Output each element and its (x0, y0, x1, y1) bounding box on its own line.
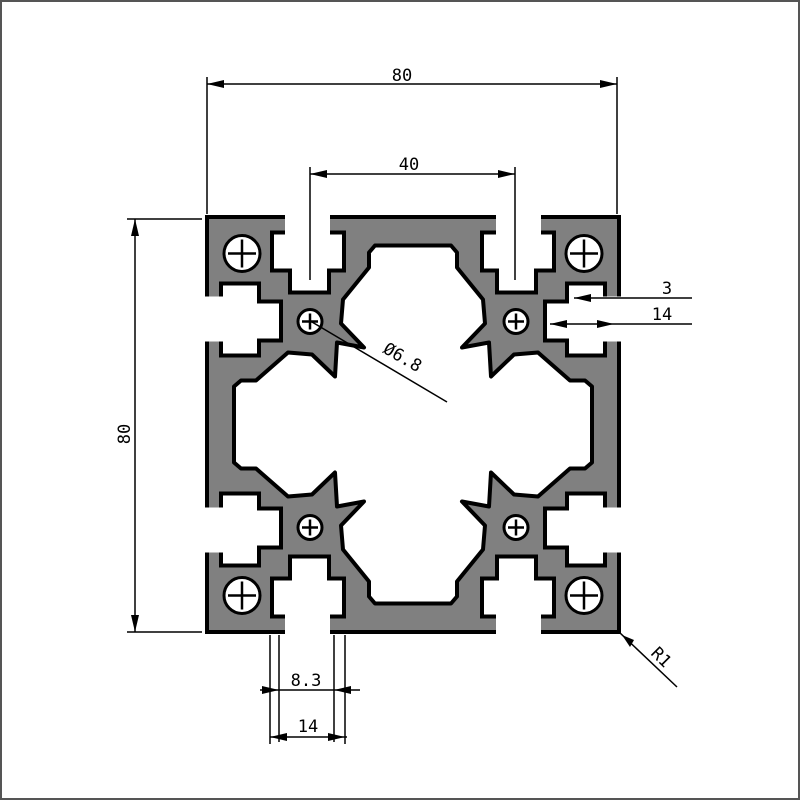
dim-slot-lip: 3 (662, 279, 672, 299)
arrowheads (131, 80, 634, 741)
t-slot-outline (270, 554, 346, 619)
center-cavity (232, 243, 594, 606)
extrusion-profile (203, 214, 623, 635)
t-slot-outline (219, 281, 283, 358)
dim-overall-width: 80 (392, 66, 412, 86)
dim-corner-radius: R1 (646, 643, 675, 672)
dim-overall-height: 80 (115, 424, 135, 444)
dim-slot-opening: 8.3 (291, 671, 322, 691)
dim-slot-depth: 14 (652, 305, 672, 325)
t-slot-outline (270, 230, 346, 295)
t-slot-outline (543, 281, 607, 358)
t-slot-outline (219, 491, 283, 568)
dim-slot-spacing: 40 (399, 155, 419, 175)
t-slot-outline (480, 230, 556, 295)
dim-slot-width: 14 (298, 717, 318, 737)
t-slot-outline (480, 554, 556, 619)
t-slot-outline (543, 491, 607, 568)
